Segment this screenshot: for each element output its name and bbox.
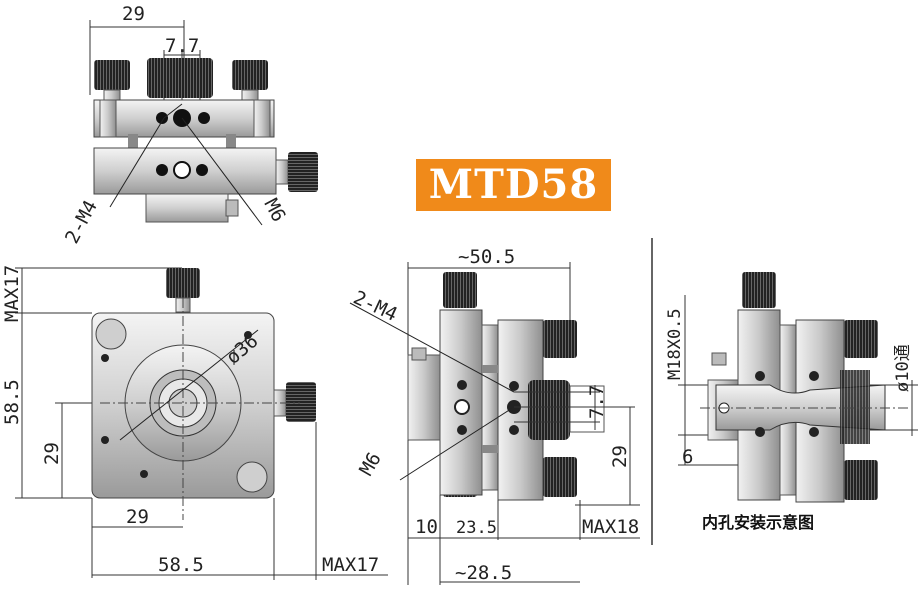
front-height-max: MAX17 — [1, 265, 23, 322]
knob-top-side — [288, 152, 318, 192]
top-thread-left: 2-M4 — [61, 197, 102, 248]
front-center-width: 29 — [126, 506, 149, 528]
front-center-height: 29 — [41, 442, 63, 465]
side-max-depth: MAX18 — [582, 516, 639, 538]
side-bore-barrel — [528, 380, 570, 440]
section-thickness: 6 — [682, 446, 693, 468]
knob-front-top — [166, 268, 200, 298]
top-width-label: 29 — [122, 3, 145, 25]
top-spacing-label: 7.7 — [165, 35, 199, 57]
section-caption: 内孔安装示意图 — [702, 513, 814, 532]
knob-top-left — [94, 60, 130, 90]
model-title-badge: MTD58 — [416, 159, 611, 211]
knob-top-center — [147, 58, 213, 98]
knob-top-right — [232, 60, 268, 90]
top-thread-right: M6 — [260, 195, 290, 226]
side-thread-b: M6 — [355, 449, 385, 480]
side-center-height: 29 — [609, 445, 631, 468]
section-max-length: M18X0.5 — [665, 308, 685, 380]
side-spacing: 7.7 — [586, 385, 608, 419]
knob-front-side — [286, 382, 316, 422]
front-width: 58.5 — [158, 554, 204, 576]
front-height: 58.5 — [1, 379, 23, 425]
side-depth: ~50.5 — [458, 246, 515, 268]
side-offset: 10 — [415, 516, 438, 538]
side-view: ~50.5 2-M4 M6 7.7 2 — [349, 246, 640, 585]
side-plate-depth: 23.5 — [456, 518, 497, 538]
front-width-max: MAX17 — [322, 554, 379, 576]
section-through-bore: ø10通 — [893, 344, 913, 392]
front-view: MAX17 58.5 29 ø36 29 — [1, 265, 388, 580]
side-base-depth: ~28.5 — [455, 562, 512, 584]
top-view: 29 7.7 2-M4 M6 — [61, 3, 318, 247]
side-thread-a: 2-M4 — [350, 287, 401, 326]
knob-side-top — [443, 272, 477, 308]
section-view: M18X0.5 6 ø10通 内孔安装示意图 — [665, 272, 918, 532]
